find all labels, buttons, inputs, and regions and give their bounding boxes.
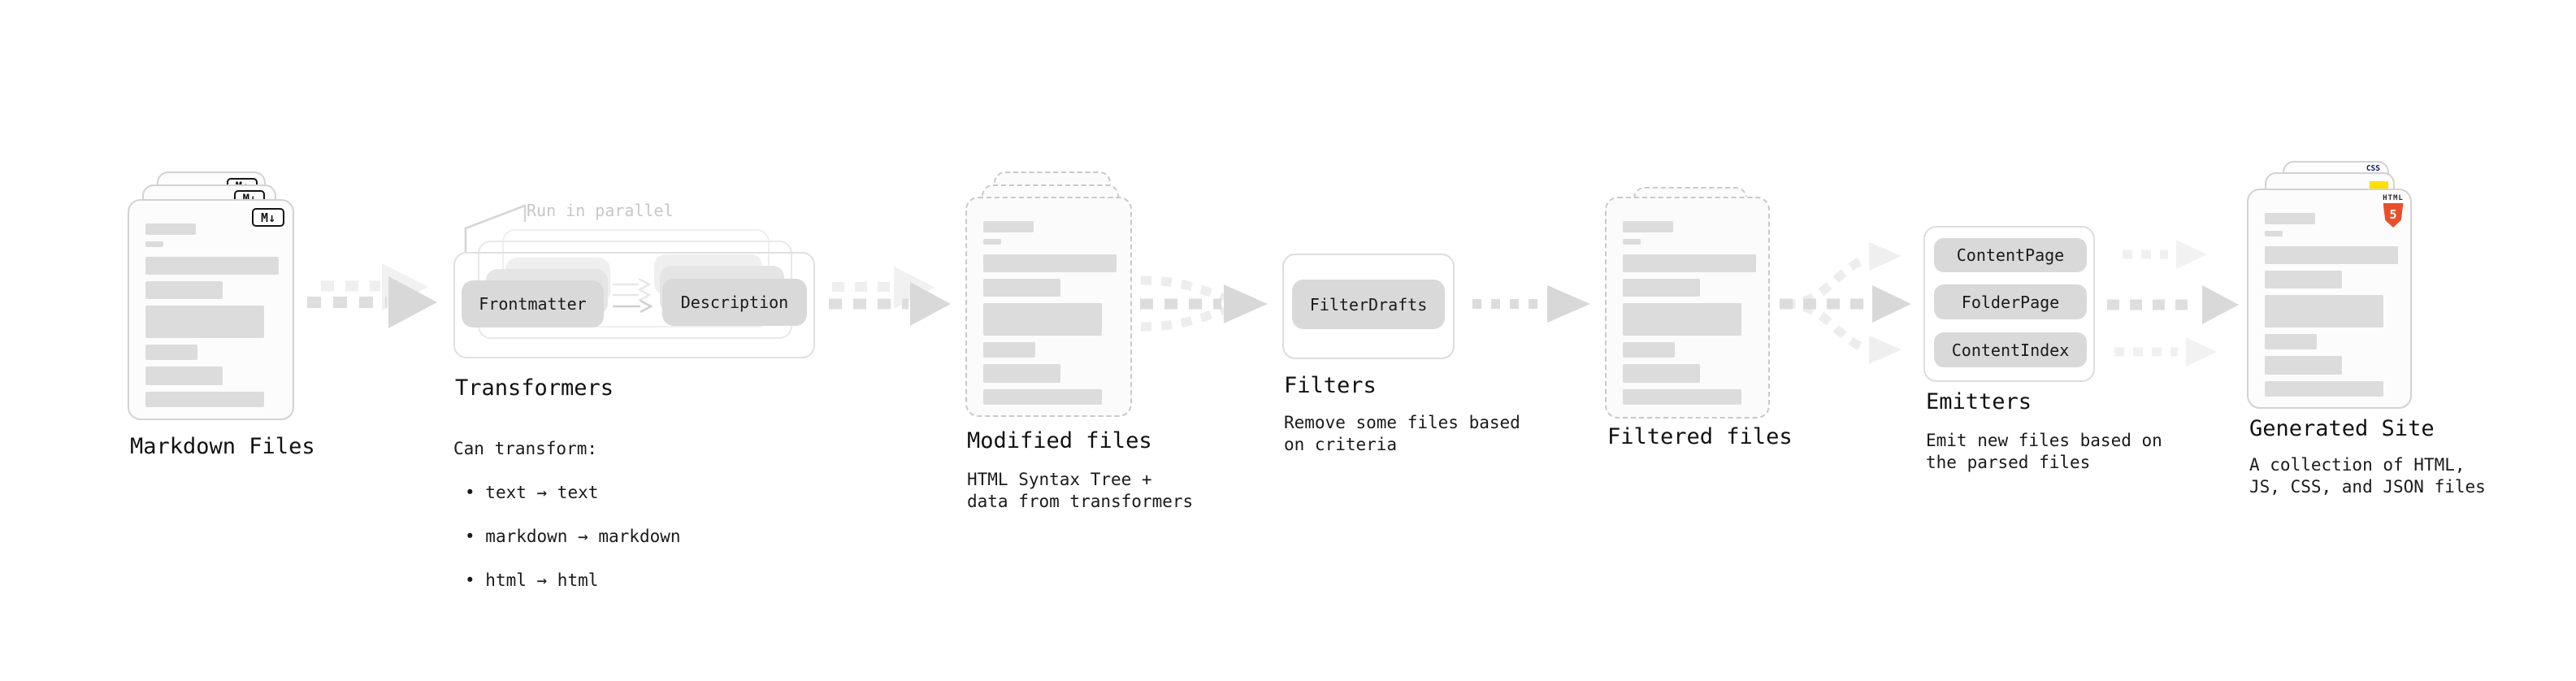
folderpage-pill: FolderPage (1934, 284, 2087, 319)
transform-bullet: html → html (453, 570, 681, 592)
text-line-placeholder (983, 364, 1060, 383)
run-in-parallel-note: Run in parallel (527, 201, 674, 220)
doc-content-bars (145, 223, 280, 407)
transformer-card-front (453, 252, 815, 358)
text-line-placeholder (145, 392, 264, 407)
description-pill: Description (662, 279, 807, 326)
html5-logo-caption: HTML (2383, 194, 2404, 202)
text-line-placeholder (2265, 246, 2398, 264)
text-line-placeholder (1623, 364, 1700, 383)
text-line-placeholder (1623, 254, 1756, 272)
text-line-placeholder (145, 367, 223, 385)
arrow-emitters-to-generated-icon (2107, 240, 2239, 367)
generated-site-description: A collection of HTML, JS, CSS, and JSON … (2249, 455, 2486, 497)
text-line-placeholder (1623, 303, 1741, 336)
arrow-modified-to-filters-icon (1140, 275, 1268, 332)
stage-label-filtered-files: Filtered files (1607, 424, 1793, 449)
text-line-placeholder (983, 254, 1117, 272)
can-transform-title: Can transform: (453, 439, 598, 458)
arrow-transformers-to-modified-icon (829, 267, 951, 326)
contentpage-pill: ContentPage (1934, 238, 2087, 272)
text-line-placeholder (1623, 279, 1700, 297)
text-line-placeholder (983, 342, 1035, 358)
stage-label-markdown-files: Markdown Files (130, 434, 315, 459)
text-line-placeholder (145, 241, 163, 247)
text-line-placeholder (1623, 221, 1673, 232)
contentindex-pill: ContentIndex (1934, 332, 2087, 367)
css-logo-text: CSS (2366, 164, 2380, 173)
text-line-placeholder (2265, 231, 2283, 236)
stage-label-modified-files: Modified files (967, 428, 1152, 453)
generated-doc-html: HTML 5 (2247, 189, 2412, 409)
transform-bullet: markdown → markdown (453, 526, 680, 548)
doc-content-bars (1623, 221, 1756, 405)
text-line-placeholder (2265, 356, 2342, 375)
filters-description: Remove some files based on criteria (1284, 413, 1520, 454)
html5-number: 5 (2389, 206, 2397, 222)
arrow-markdown-to-transformers-icon (307, 263, 437, 328)
doc-content-bars (983, 221, 1117, 405)
modified-files-description: HTML Syntax Tree + data from transformer… (967, 470, 1194, 511)
html5-logo-icon: HTML 5 (2383, 195, 2404, 228)
text-line-placeholder (2265, 334, 2317, 349)
text-line-placeholder (145, 281, 223, 299)
modified-doc-front (965, 197, 1132, 417)
text-line-placeholder (145, 345, 197, 360)
text-line-placeholder (983, 389, 1102, 405)
text-line-placeholder (2265, 271, 2342, 288)
markdown-logo-icon: M↓ (252, 208, 284, 227)
stage-label-emitters: Emitters (1926, 389, 2032, 414)
markdown-doc-front: M↓ (128, 199, 294, 420)
filterdrafts-pill: FilterDrafts (1292, 280, 1445, 329)
frontmatter-pill: Frontmatter (462, 280, 604, 327)
arrow-filters-to-filtered-icon (1472, 285, 1590, 323)
text-line-placeholder (1623, 239, 1641, 245)
text-line-placeholder (983, 239, 1001, 245)
text-line-placeholder (145, 223, 196, 235)
text-line-placeholder (1623, 342, 1675, 358)
text-line-placeholder (2265, 295, 2383, 327)
doc-content-bars (2265, 213, 2398, 397)
text-line-placeholder (1623, 389, 1741, 405)
stage-label-filters: Filters (1284, 373, 1377, 398)
text-line-placeholder (2265, 381, 2383, 397)
text-line-placeholder (983, 279, 1060, 297)
text-line-placeholder (983, 303, 1102, 336)
emitters-description: Emit new files based on the parsed files (1926, 431, 2162, 472)
arrow-filtered-to-emitters-icon (1780, 242, 1911, 364)
stage-label-generated-site: Generated Site (2249, 416, 2435, 441)
filtered-doc-front (1605, 197, 1770, 419)
transformers-description: Can transform: text → text markdown → ma… (453, 416, 681, 614)
text-line-placeholder (145, 257, 279, 275)
text-line-placeholder (983, 221, 1034, 232)
text-line-placeholder (145, 306, 264, 338)
stage-label-transformers: Transformers (455, 375, 614, 401)
transform-bullet: text → text (453, 482, 681, 504)
text-line-placeholder (2265, 213, 2315, 224)
